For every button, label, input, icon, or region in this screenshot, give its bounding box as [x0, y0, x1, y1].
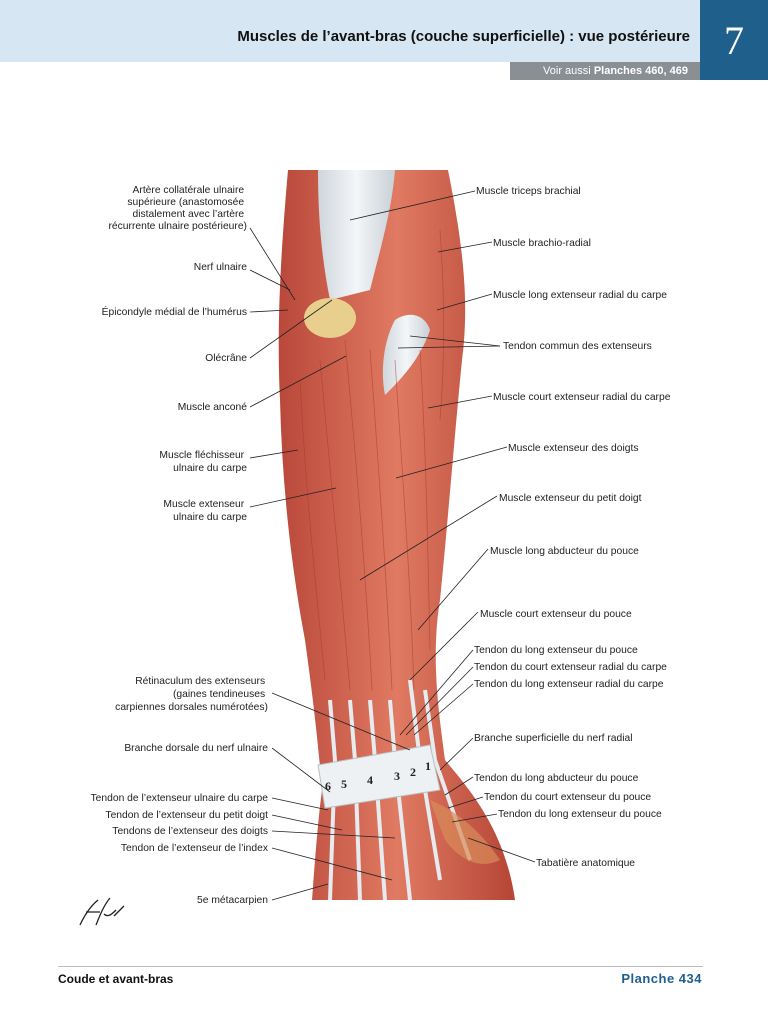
footer-rule: [58, 966, 703, 967]
label-olecrane: Olécrâne: [205, 353, 247, 364]
muscle-fibres: [299, 229, 445, 691]
compartment-number: 2: [410, 765, 416, 779]
label-tendon-long-ext-pouce-2: Tendon du long extenseur du pouce: [498, 809, 662, 820]
label-court-ext-pouce: Muscle court extenseur du pouce: [480, 609, 632, 620]
netter-signature: [79, 897, 125, 926]
left-labels: Artère collatérale ulnaire supérieure (a…: [91, 185, 269, 906]
common-extensor-tendon: [382, 314, 430, 395]
label-5e-metacarpien: 5e métacarpien: [197, 895, 268, 906]
label-flechisseur-ulnaire: Muscle fléchisseur ulnaire du carpe: [159, 450, 247, 474]
label-tendon-ext-index: Tendon de l’extenseur de l’index: [121, 843, 269, 854]
see-also-banner: Voir aussi Planches 460, 469: [510, 62, 700, 80]
triceps-tendon: [318, 170, 395, 300]
label-long-ext-radial: Muscle long extenseur radial du carpe: [493, 290, 667, 301]
label-tendon-court-ext-radial: Tendon du court extenseur radial du carp…: [474, 662, 667, 673]
label-long-abducteur: Muscle long abducteur du pouce: [490, 546, 639, 557]
compartment-numbers: 6 5 4 3 2 1: [325, 759, 431, 793]
footer-plate-number: Planche 434: [621, 971, 702, 986]
label-branche-dorsale: Branche dorsale du nerf ulnaire: [124, 743, 268, 754]
extensor-retinaculum: [317, 744, 441, 809]
compartment-number: 3: [394, 769, 400, 783]
label-tendon-long-ext-pouce: Tendon du long extenseur du pouce: [474, 645, 638, 656]
label-epicondyle: Épicondyle médial de l’humérus: [102, 305, 247, 318]
see-also-plates-link[interactable]: Planches 460, 469: [593, 65, 688, 77]
compartment-number: 5: [341, 777, 347, 791]
olecranon-shape: [304, 298, 356, 338]
see-also-prefix: Voir aussi: [543, 65, 591, 77]
compartment-number: 1: [425, 759, 431, 773]
label-ancone: Muscle anconé: [178, 402, 248, 413]
label-nerf-ulnaire: Nerf ulnaire: [194, 262, 247, 273]
label-court-ext-radial: Muscle court extenseur radial du carpe: [493, 392, 671, 403]
chapter-number-badge: 7: [700, 0, 768, 80]
label-retinaculum: Rétinaculum des extenseurs (gaines tendi…: [115, 676, 268, 713]
label-ext-petit-doigt: Muscle extenseur du petit doigt: [499, 493, 642, 504]
label-arteria-collateralis: Artère collatérale ulnaire supérieure (a…: [108, 185, 247, 232]
label-ext-doigts: Muscle extenseur des doigts: [508, 443, 639, 454]
page-title: Muscles de l’avant-bras (couche superfic…: [237, 28, 690, 45]
footer-section-title: Coude et avant-bras: [58, 972, 174, 986]
forearm-illustration: [278, 170, 515, 901]
label-branche-superficielle: Branche superficielle du nerf radial: [474, 733, 633, 744]
label-tendons-ext-doigts: Tendons de l’extenseur des doigts: [112, 826, 268, 837]
header-band: [0, 0, 700, 62]
right-labels: Muscle triceps brachial Muscle brachio-r…: [474, 186, 671, 869]
forearm-outline: [278, 170, 515, 900]
label-tendon-ext-ulnaire: Tendon de l’extenseur ulnaire du carpe: [91, 793, 269, 804]
label-tendon-commun: Tendon commun des extenseurs: [503, 341, 652, 352]
label-tabatiere: Tabatière anatomique: [536, 858, 635, 869]
label-tendon-ext-petit-doigt: Tendon de l’extenseur du petit doigt: [105, 810, 268, 821]
label-extenseur-ulnaire: Muscle extenseur ulnaire du carpe: [163, 499, 247, 523]
compartment-number: 6: [325, 779, 331, 793]
label-tendon-long-abducteur: Tendon du long abducteur du pouce: [474, 773, 639, 784]
label-tendon-long-ext-radial: Tendon du long extenseur radial du carpe: [474, 679, 664, 690]
label-brachio-radial: Muscle brachio-radial: [493, 238, 591, 249]
snuffbox-region: [430, 800, 500, 864]
label-triceps: Muscle triceps brachial: [476, 186, 581, 197]
compartment-number: 4: [367, 773, 373, 787]
label-tendon-court-ext-pouce: Tendon du court extenseur du pouce: [484, 792, 651, 803]
leader-lines: [249, 190, 536, 901]
